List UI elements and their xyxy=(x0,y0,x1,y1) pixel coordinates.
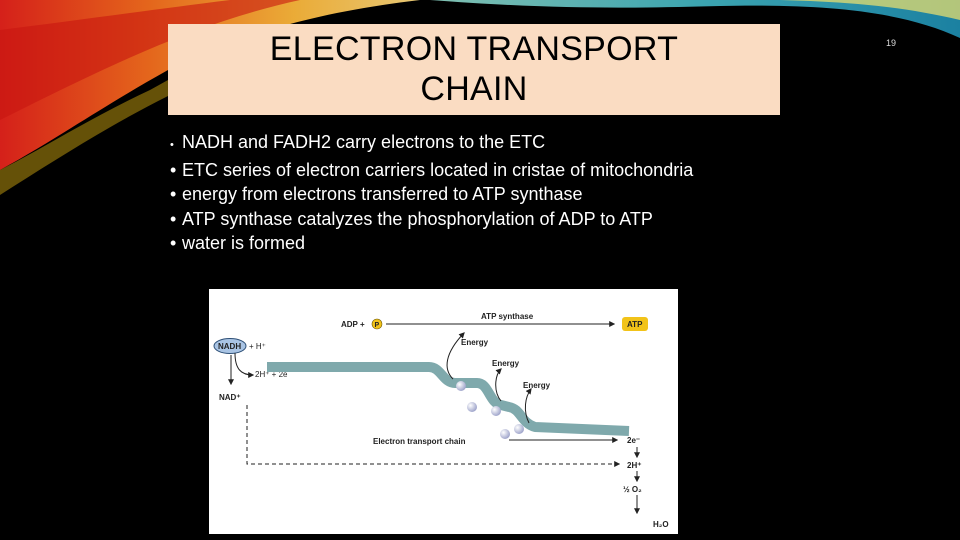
bullet-text: energy from electrons transferred to ATP… xyxy=(182,184,583,204)
bullet-text: water is formed xyxy=(182,233,306,253)
page-number: 19 xyxy=(886,38,897,48)
bullet-text: ATP synthase catalyzes the phosphorylati… xyxy=(182,208,653,229)
phosphate-icon xyxy=(371,318,383,330)
bullet-marker: • xyxy=(170,208,177,229)
half-o2-label: ½ O₂ xyxy=(623,485,642,494)
slide-title: ELECTRON TRANSPORT CHAIN xyxy=(269,29,679,108)
two-h-label: 2H⁺ xyxy=(627,461,641,470)
bullet-item: •water is formed xyxy=(170,231,693,256)
nad-plus-label: NAD⁺ xyxy=(219,393,241,402)
carrier-ball xyxy=(500,429,510,439)
bullet-marker: • xyxy=(170,184,177,204)
etc-diagram-svg: ADP + P ATP synthase ATP NADH + H⁺ 2H⁺ +… xyxy=(213,312,669,529)
etc-label: Electron transport chain xyxy=(373,437,466,446)
etc-diagram: ADP + P ATP synthase ATP NADH + H⁺ 2H⁺ +… xyxy=(209,289,678,534)
two-e-label: 2e⁻ xyxy=(627,436,640,445)
bullet-item: •ATP synthase catalyzes the phosphorylat… xyxy=(170,207,693,232)
title-box: ELECTRON TRANSPORT CHAIN xyxy=(168,24,780,115)
atp-label: ATP xyxy=(627,320,643,329)
bullet-marker: • xyxy=(170,233,177,253)
energy-label-3: Energy xyxy=(523,381,551,390)
phosphate-label: P xyxy=(375,322,380,329)
energy-label-1: Energy xyxy=(461,338,489,347)
atp-synthase-label: ATP synthase xyxy=(481,312,534,321)
h2o-label: H₂O xyxy=(653,520,669,529)
carrier-ball xyxy=(491,406,501,416)
two-h-2e-label: 2H⁺ + 2e xyxy=(255,370,288,379)
bullet-item: • NADH and FADH2 carry electrons to the E… xyxy=(170,130,693,158)
bullet-marker: • xyxy=(170,159,177,180)
bullet-marker: • xyxy=(170,139,174,151)
carrier-ball xyxy=(456,381,466,391)
carrier-ball xyxy=(514,424,524,434)
nadh-label: NADH xyxy=(218,342,241,351)
bullet-item: •energy from electrons transferred to AT… xyxy=(170,182,693,207)
proton-dashed-path xyxy=(246,405,621,467)
bullet-list: •NADH and FADH2 carry electrons to the E… xyxy=(170,130,693,256)
nadh-oval xyxy=(213,338,247,354)
bullet-text: NADH and FADH2 carry electrons to the ET… xyxy=(182,132,546,152)
etc-chain-band xyxy=(267,362,630,436)
energy-arrow xyxy=(495,368,502,402)
bullet-item: •ETC series of electron carriers located… xyxy=(170,158,693,183)
energy-label-2: Energy xyxy=(492,359,520,368)
atp-badge xyxy=(622,317,648,331)
adp-label: ADP + xyxy=(341,320,365,329)
carrier-ball xyxy=(467,402,477,412)
h-plus-label: + H⁺ xyxy=(249,342,266,351)
electron-arrow xyxy=(234,352,255,378)
bullet-text: ETC series of electron carriers located … xyxy=(182,159,694,180)
energy-arrow xyxy=(524,388,532,424)
energy-arrow xyxy=(446,332,465,380)
